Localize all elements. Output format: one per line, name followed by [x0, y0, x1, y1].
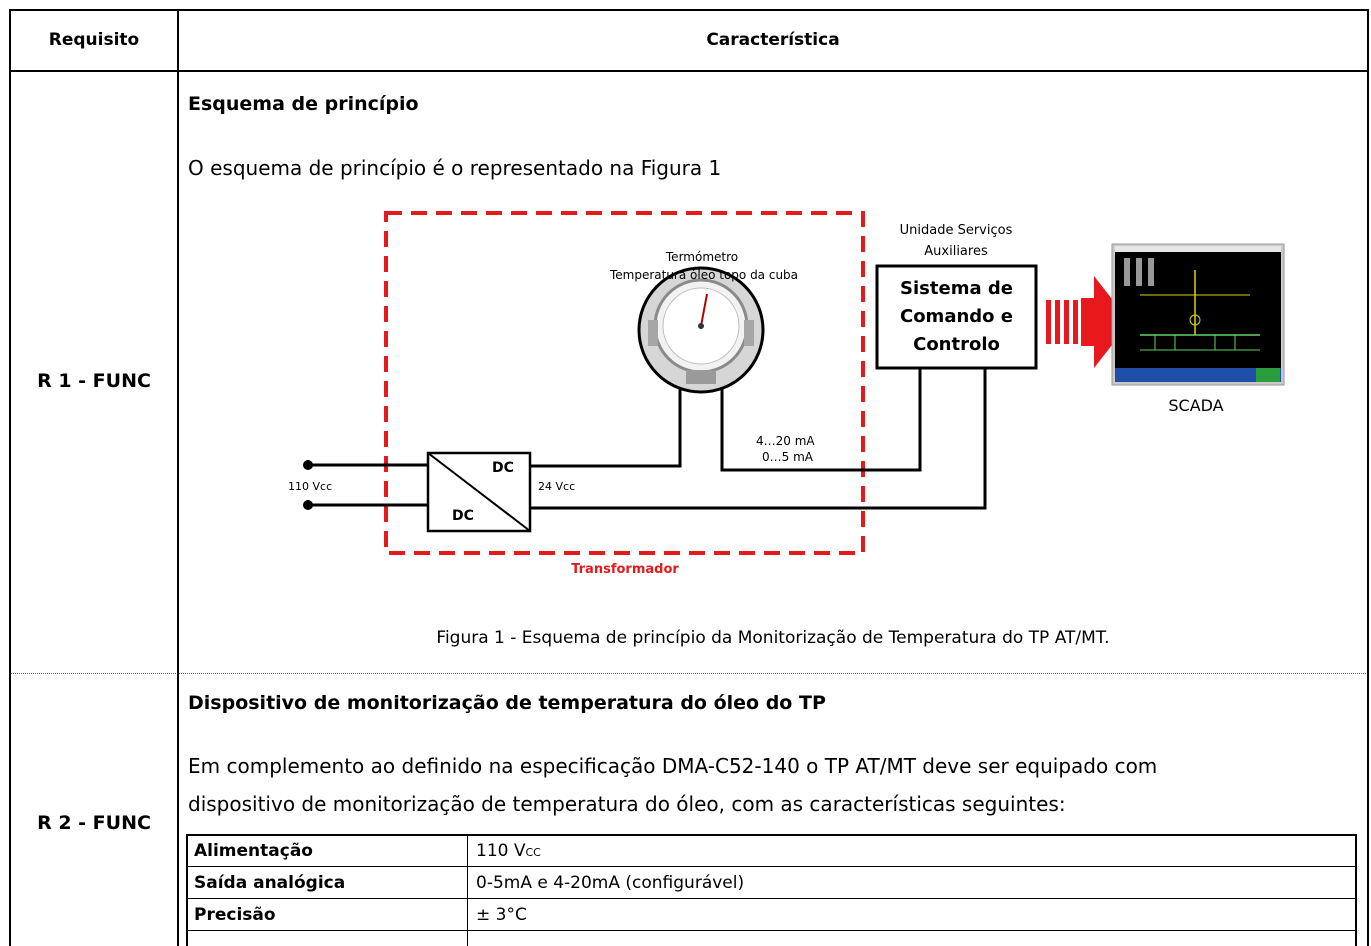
system-label-3: Controlo: [913, 334, 1000, 355]
table-header-divider: [9, 70, 1369, 72]
aux-unit-label-2: Auxiliares: [924, 244, 988, 259]
section-text-line-2: dispositivo de monitorização de temperat…: [188, 792, 1066, 816]
table-border-left: [9, 9, 11, 946]
spec-value: 110 VCC: [476, 841, 541, 861]
scada-screen-icon: [1111, 243, 1285, 386]
aux-unit-label-1: Unidade Serviços: [899, 223, 1013, 238]
signal-label-2: 0…5 mA: [762, 450, 813, 464]
system-label-1: Sistema de: [900, 278, 1013, 299]
spec-label: Precisão: [194, 905, 276, 925]
spec-border-right: [1355, 834, 1357, 946]
row-divider: [10, 673, 1368, 674]
spec-value: ± 3°C: [476, 905, 527, 925]
signal-label-1: 4…20 mA: [756, 434, 815, 448]
table-border-right: [1367, 9, 1369, 946]
requirement-id: R 2 - FUNC: [37, 812, 151, 834]
section-title: Dispositivo de monitorização de temperat…: [188, 692, 826, 714]
spec-row-divider: [186, 866, 1357, 867]
requirement-id: R 1 - FUNC: [37, 370, 151, 392]
transformer-label: Transformador: [571, 562, 679, 577]
dc-label-bottom: DC: [452, 508, 474, 524]
figure-1: Termómetro Temperatura óleo topo da cuba…: [260, 200, 1300, 590]
thermometer-title: Termómetro: [665, 250, 739, 264]
spec-border-left: [186, 834, 188, 946]
table-column-divider: [177, 9, 179, 946]
thermometer-icon: [637, 266, 765, 394]
dc-label-top: DC: [492, 460, 514, 476]
spec-label: Saída analógica: [194, 873, 346, 893]
figure-caption: Figura 1 - Esquema de princípio da Monit…: [436, 628, 1110, 648]
spec-label: Alimentação: [194, 841, 313, 861]
system-label-2: Comando e: [899, 306, 1014, 327]
spec-border-top: [186, 834, 1357, 836]
section-title: Esquema de princípio: [188, 93, 419, 115]
spec-row-divider: [186, 898, 1357, 899]
table-header: [10, 10, 1368, 71]
spec-table: Alimentação 110 VCC Saída analógica 0-5m…: [186, 834, 1357, 946]
scada-label: SCADA: [1168, 396, 1224, 415]
control-system-box: [875, 264, 1038, 370]
spec-value: 0-5mA e 4-20mA (configurável): [476, 873, 745, 893]
table-border-top: [9, 9, 1369, 11]
header-caracteristica: Característica: [706, 30, 840, 50]
section-text: O esquema de princípio é o representado …: [188, 156, 722, 180]
header-requisito: Requisito: [48, 30, 140, 50]
spec-row-divider: [186, 930, 1357, 931]
output-voltage-label: 24 Vcc: [538, 480, 576, 493]
spec-value-subscript: CC: [525, 846, 541, 859]
transformer-boundary: [384, 211, 865, 555]
section-text-line-1: Em complemento ao definido na especifica…: [188, 754, 1158, 778]
spec-column-divider: [467, 834, 468, 946]
input-voltage-label: 110 Vcc: [288, 480, 333, 493]
thermometer-subtitle: Temperatura óleo topo da cuba: [609, 268, 799, 282]
